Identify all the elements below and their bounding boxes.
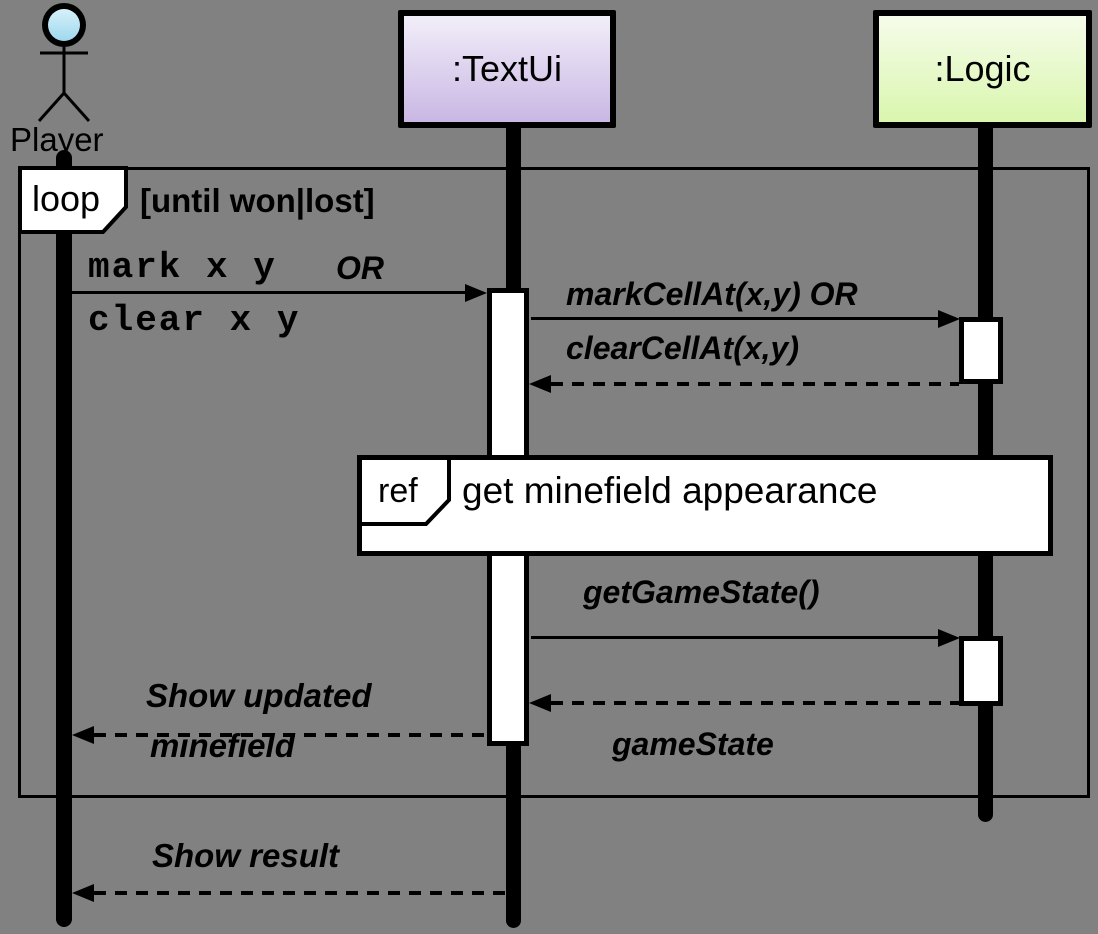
arrowhead-game-state-return: [529, 694, 551, 712]
activation-logic-2: [959, 636, 1003, 706]
message-line-player-command: [72, 291, 466, 294]
message-label-show-result: Show result: [152, 837, 340, 874]
loop-guard-label: [until won|lost]: [140, 182, 375, 219]
participant-logic: :Logic: [873, 10, 1092, 128]
arrowhead-player-command: [465, 284, 487, 302]
arrowhead-show-updated: [72, 726, 94, 744]
message-line-show-updated: [94, 733, 487, 737]
loop-operator-pentagon: [18, 166, 128, 234]
actor-label: Player: [10, 121, 104, 158]
participant-textui-label: :TextUi: [451, 48, 563, 89]
arrowhead-show-result: [72, 884, 94, 902]
message-label-player-command-1: mark x y: [88, 247, 277, 288]
arrowhead-cell-call: [938, 310, 960, 328]
message-label-show-updated-2: minefield: [150, 727, 295, 764]
message-line-game-state-return: [551, 701, 959, 705]
loop-operator-label: loop: [32, 178, 101, 219]
actor-player-icon: [37, 3, 91, 122]
lifeline-player: [56, 150, 72, 927]
participant-textui: :TextUi: [398, 10, 616, 128]
message-line-cell-call: [531, 317, 938, 320]
participant-logic-label: :Logic: [934, 48, 1031, 89]
loop-frame: [18, 167, 1090, 798]
message-label-get-game-state: getGameState(): [583, 574, 820, 610]
ref-fragment-label: get minefield appearance: [462, 470, 878, 511]
message-label-cell-call-2: clearCellAt(x,y): [566, 330, 799, 366]
message-line-show-result: [94, 891, 506, 895]
arrowhead-cell-return: [529, 375, 551, 393]
message-label-player-command-2: clear x y: [88, 300, 301, 341]
message-label-player-command-or: OR: [336, 250, 384, 286]
ref-pentagon-outline: [361, 459, 451, 526]
message-label-show-updated-1: Show updated: [146, 677, 372, 714]
activation-logic-1: [959, 317, 1003, 384]
message-label-game-state-return: gameState: [612, 726, 774, 762]
ref-fragment: ref get minefield appearance: [357, 455, 1053, 556]
message-line-get-game-state: [531, 636, 938, 639]
ref-operator-label: ref: [378, 472, 418, 510]
message-line-cell-return: [551, 382, 959, 386]
message-label-cell-call-1: markCellAt(x,y) OR: [566, 276, 858, 312]
arrowhead-get-game-state: [938, 629, 960, 647]
